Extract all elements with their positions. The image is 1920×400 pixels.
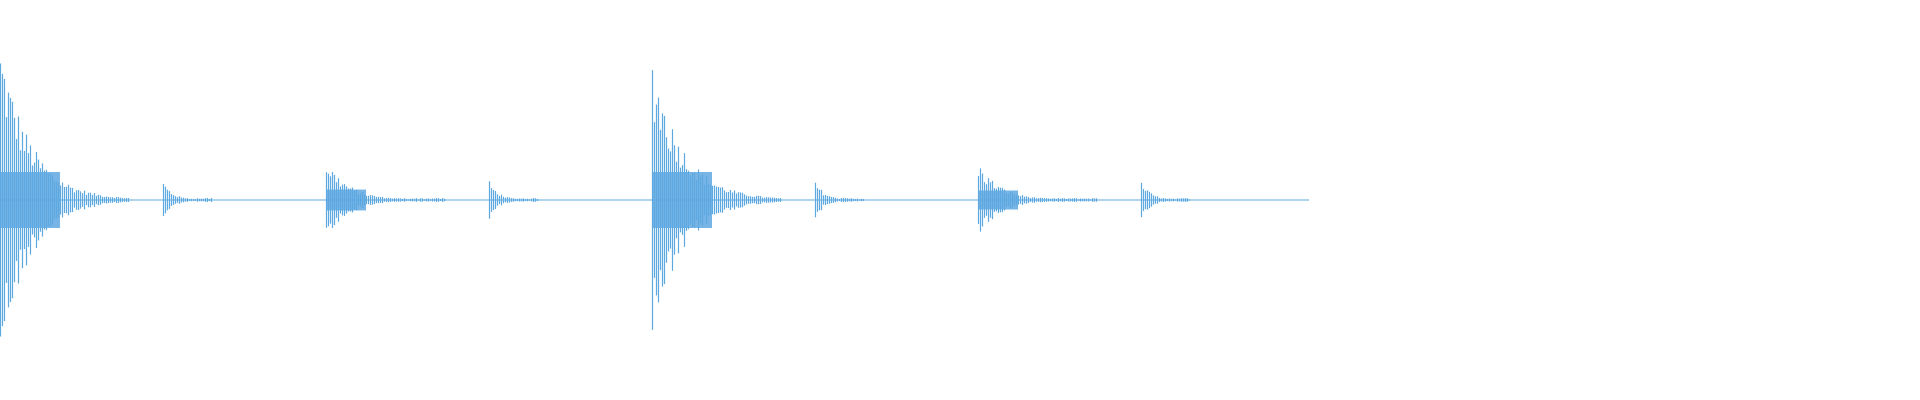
waveform-attack-body bbox=[978, 190, 1018, 210]
waveform-attack-body bbox=[652, 172, 712, 228]
waveform-attack-body bbox=[0, 172, 60, 228]
waveform-attack-body bbox=[326, 189, 366, 211]
waveform-peaks bbox=[0, 63, 1191, 337]
